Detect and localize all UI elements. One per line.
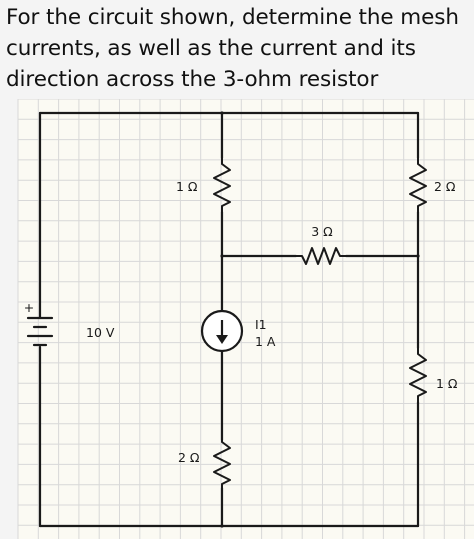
question-text: For the circuit shown, determine the mes… xyxy=(6,2,468,95)
question-line-1: For the circuit shown, determine the mes… xyxy=(6,5,459,30)
circuit-diagram: + 10 V 1 Ω 2 Ω 3 Ω 1 Ω 2 Ω I1 1 A xyxy=(17,99,474,539)
source-label: 10 V xyxy=(86,325,115,340)
question-line-2: currents, as well as the current and its xyxy=(6,36,416,61)
resistor-3ohm xyxy=(295,247,347,265)
resistor-1ohm-bottom xyxy=(409,347,427,403)
voltage-source: + 10 V xyxy=(24,300,115,347)
resistor-1ohm-top xyxy=(213,157,231,213)
current-source-name: I1 xyxy=(255,317,267,332)
resistor-2ohm-top xyxy=(409,157,427,213)
current-source: I1 1 A xyxy=(200,309,276,353)
resistor-2ohm-bottom xyxy=(213,435,231,491)
resistor-2ohm-bottom-label: 2 Ω xyxy=(178,450,200,465)
current-source-value: 1 A xyxy=(255,334,276,349)
junctions xyxy=(220,111,420,528)
source-plus-sign: + xyxy=(24,300,34,315)
resistor-1ohm-top-label: 1 Ω xyxy=(176,179,198,194)
question-line-3: direction across the 3-ohm resistor xyxy=(6,67,379,92)
resistor-3ohm-label: 3 Ω xyxy=(311,224,333,239)
arrow-down-icon xyxy=(216,335,228,344)
wires xyxy=(38,111,420,528)
resistor-2ohm-top-label: 2 Ω xyxy=(434,179,456,194)
grid-paper xyxy=(17,99,474,539)
resistor-1ohm-bottom-label: 1 Ω xyxy=(436,376,458,391)
